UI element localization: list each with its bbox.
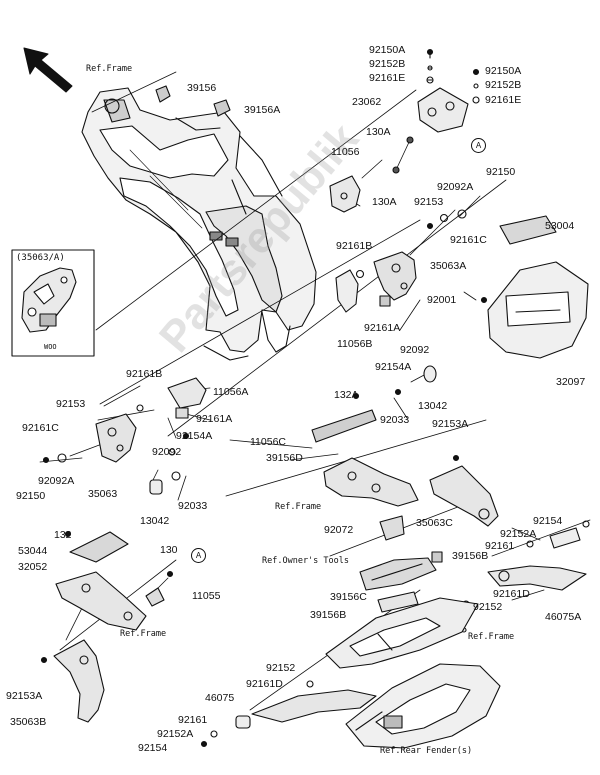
part-label: 92161C	[450, 234, 487, 246]
storage-tray	[325, 597, 479, 669]
part-label: 92153	[56, 398, 86, 410]
part-label: 46075A	[545, 611, 582, 623]
ref-frame-right: Ref.Frame	[468, 632, 515, 642]
part-label: 39156A	[244, 104, 281, 116]
part-label: 92154	[138, 742, 168, 754]
main-frame	[81, 87, 317, 361]
grab-rail-46075	[200, 680, 377, 748]
part-label: 92153A	[6, 690, 43, 702]
part-label: 92161A	[196, 413, 233, 425]
part-label: 53004	[545, 220, 575, 232]
ref-frame-left: Ref.Frame	[120, 629, 167, 639]
part-label: 13042	[418, 400, 448, 412]
direction-arrow-icon	[23, 47, 73, 93]
lower-left-step-assembly	[40, 530, 174, 723]
bracket-23062	[392, 48, 480, 174]
part-label: 35063C	[416, 517, 453, 529]
part-label: 39156B	[310, 609, 347, 621]
part-label: 130A	[372, 196, 397, 208]
part-label: 132	[54, 529, 72, 541]
tool-kit-area	[359, 520, 590, 633]
part-label: 92161E	[369, 72, 406, 84]
part-label: 32097	[556, 376, 586, 388]
part-label: 39156	[187, 82, 217, 94]
bracket-35063A	[335, 209, 467, 396]
part-label: 39156B	[452, 550, 489, 562]
part-label: 92154	[533, 515, 563, 527]
ref-owners-tools: Ref.Owner's Tools	[262, 556, 349, 566]
part-label: 92161D	[246, 678, 283, 690]
bracket-11056	[329, 175, 361, 213]
step-holder-assembly	[311, 392, 499, 541]
part-label: 11056	[331, 146, 360, 158]
part-label: 39156C	[330, 591, 367, 603]
part-label: 92161B	[336, 240, 373, 252]
part-label: 92153	[414, 196, 444, 208]
inset-box	[11, 249, 95, 357]
part-label: 92154A	[176, 430, 213, 442]
inset-title: (35063/A)	[16, 253, 65, 263]
part-label: 92161	[485, 540, 515, 552]
part-label: 92161	[178, 714, 208, 726]
part-label: 35063A	[430, 260, 467, 272]
part-label: 92153A	[432, 418, 469, 430]
part-label: 130	[160, 544, 178, 556]
ref-frame-top: Ref.Frame	[86, 64, 133, 74]
part-label: 39156D	[266, 452, 303, 464]
part-label: 92092	[400, 344, 430, 356]
ref-rear-fender: Ref.Rear Fender(s)	[380, 746, 473, 756]
part-label: 92161A	[364, 322, 401, 334]
part-label: 32052	[18, 561, 48, 573]
part-label: 92072	[324, 524, 354, 536]
ref-frame-mid: Ref.Frame	[275, 502, 322, 512]
part-label: 132A	[334, 389, 359, 401]
part-label: 92161D	[493, 588, 530, 600]
part-label: 92152	[266, 662, 296, 674]
part-label: 92161B	[126, 368, 163, 380]
part-label: 92033	[178, 500, 208, 512]
part-label: 92092	[152, 446, 182, 458]
callout-a-mid: A	[191, 548, 206, 563]
part-label: 92150A	[485, 65, 522, 77]
part-label: 92152	[473, 601, 503, 613]
part-label: 13042	[140, 515, 170, 527]
part-label: 92150	[486, 166, 516, 178]
part-label: 11056A	[213, 386, 249, 398]
part-label: 92092A	[437, 181, 474, 193]
part-label: 92154A	[375, 361, 412, 373]
part-label: 23062	[352, 96, 382, 108]
part-label: 35063B	[10, 716, 47, 728]
part-label: 11056C	[250, 436, 287, 448]
part-label: 11056B	[337, 338, 373, 350]
part-label: 92001	[427, 294, 457, 306]
part-label: 92150A	[369, 44, 406, 56]
undertray-32097	[480, 215, 589, 359]
part-label: 46075	[205, 692, 235, 704]
part-label: 92152A	[500, 528, 537, 540]
part-label: 130A	[366, 126, 391, 138]
part-label: 92150	[16, 490, 46, 502]
part-label: 92152A	[157, 728, 194, 740]
part-label: 92152B	[369, 58, 406, 70]
part-label: 53044	[18, 545, 48, 557]
part-label: 35063	[88, 488, 118, 500]
part-label: 92092A	[38, 475, 75, 487]
inset-footer: WOO	[44, 343, 57, 351]
part-label: 92033	[380, 414, 410, 426]
rubber-blocks	[155, 85, 231, 117]
part-label: 92161E	[485, 94, 522, 106]
part-label: 11055	[192, 590, 221, 602]
callout-a-top: A	[471, 138, 486, 153]
bracket-35063	[42, 377, 207, 495]
part-label: 92152B	[485, 79, 522, 91]
part-label: 92161C	[22, 422, 59, 434]
rear-fender	[345, 663, 501, 749]
